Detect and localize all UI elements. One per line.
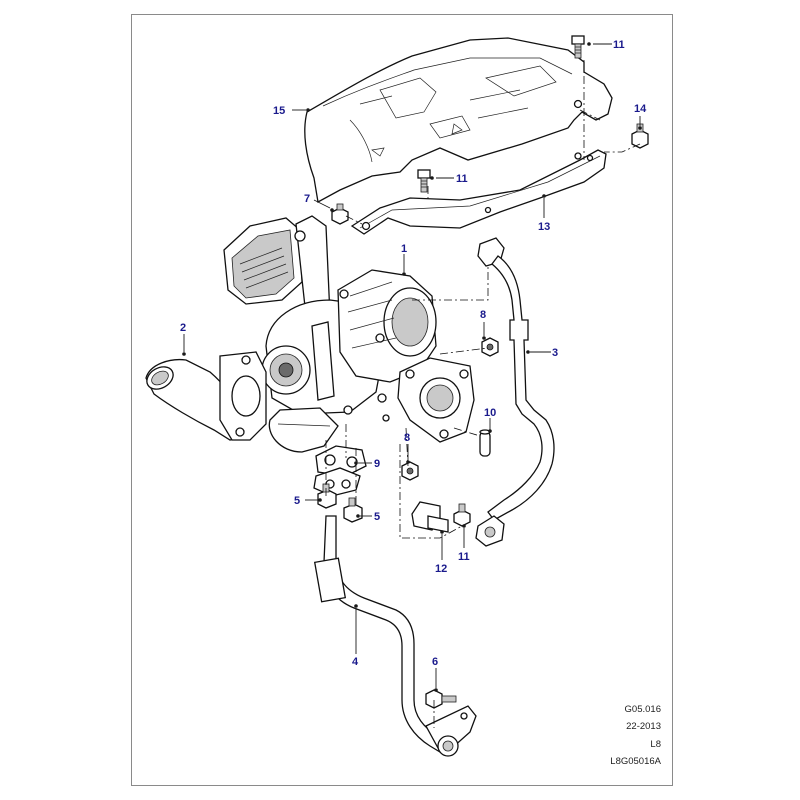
part-nut-8-lower[interactable] bbox=[401, 461, 419, 481]
drawing-id: L8G05016A bbox=[610, 756, 661, 767]
callout-10: 10 bbox=[484, 407, 496, 419]
callout-5-right: 5 bbox=[374, 511, 380, 523]
callout-6: 6 bbox=[432, 656, 438, 668]
callout-11-top: 11 bbox=[613, 39, 625, 51]
callout-4: 4 bbox=[352, 656, 359, 668]
part-bracket[interactable] bbox=[350, 149, 607, 235]
part-bolt-5-right[interactable] bbox=[343, 497, 363, 523]
callout-labels: 11 15 14 11 7 13 1 2 3 8 8 10 9 5 5 11 1… bbox=[180, 39, 647, 668]
callout-11-middle: 11 bbox=[456, 173, 468, 185]
callout-8-lower: 8 bbox=[404, 432, 410, 444]
callout-5-left: 5 bbox=[294, 495, 300, 507]
part-heat-shield[interactable] bbox=[304, 37, 613, 204]
reference-lines bbox=[325, 60, 641, 728]
callout-7: 7 bbox=[304, 193, 310, 205]
leader-lines bbox=[182, 42, 642, 692]
part-oil-feed-pipe[interactable] bbox=[475, 237, 555, 547]
callout-11-lower: 11 bbox=[458, 551, 470, 563]
part-turbocharger[interactable] bbox=[223, 215, 437, 453]
part-bolt-6[interactable] bbox=[425, 689, 457, 709]
callout-13: 13 bbox=[538, 221, 550, 233]
figure-code: G05.016 bbox=[624, 704, 661, 715]
diagram-frame bbox=[131, 14, 673, 786]
part-clip-12[interactable] bbox=[411, 501, 449, 533]
model-code: L8 bbox=[650, 739, 661, 750]
callout-2: 2 bbox=[180, 322, 186, 334]
part-nut-8-upper[interactable] bbox=[481, 337, 499, 357]
callout-15: 15 bbox=[273, 105, 285, 117]
date-code: 22-2013 bbox=[626, 721, 661, 732]
callout-9: 9 bbox=[374, 458, 380, 470]
part-stud-7[interactable] bbox=[331, 203, 349, 225]
part-bolt-top[interactable] bbox=[571, 35, 585, 59]
part-dowel-10[interactable] bbox=[479, 429, 491, 457]
callout-1: 1 bbox=[401, 243, 407, 255]
callout-14: 14 bbox=[634, 103, 647, 115]
part-bolt-middle[interactable] bbox=[417, 169, 431, 193]
callout-3: 3 bbox=[552, 347, 558, 359]
part-bolt-lower-11[interactable] bbox=[453, 503, 471, 527]
part-outlet-flange[interactable] bbox=[397, 357, 475, 443]
part-gasket-9[interactable] bbox=[313, 445, 367, 497]
callout-8-upper: 8 bbox=[480, 309, 486, 321]
part-oil-drain-pipe[interactable] bbox=[313, 515, 477, 757]
callout-12: 12 bbox=[435, 563, 447, 575]
part-intake-elbow[interactable] bbox=[143, 351, 267, 441]
